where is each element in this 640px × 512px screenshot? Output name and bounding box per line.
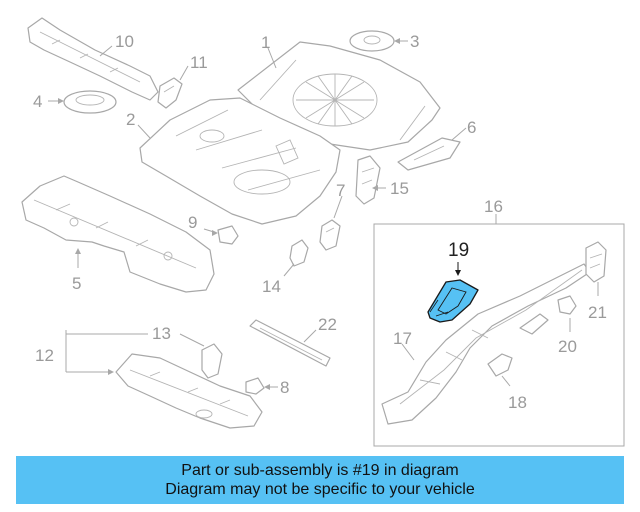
part-3-shape — [349, 30, 395, 52]
part-label-15[interactable]: 15 — [390, 179, 409, 198]
part-13-shape — [201, 343, 223, 379]
part-11-shape — [157, 77, 183, 109]
part-label-8[interactable]: 8 — [280, 378, 289, 397]
part-8-shape — [245, 377, 265, 395]
part-label-16[interactable]: 16 — [484, 197, 503, 216]
part-label-18[interactable]: 18 — [508, 393, 527, 412]
part-18-shape — [487, 313, 549, 377]
part-15-shape — [355, 155, 381, 205]
part-2-shape — [139, 97, 341, 225]
part-label-17[interactable]: 17 — [393, 329, 412, 348]
part-6-shape — [397, 137, 461, 171]
part-label-10[interactable]: 10 — [115, 32, 134, 51]
part-label-3[interactable]: 3 — [410, 32, 419, 51]
part-20-shape — [557, 295, 577, 315]
part-5-shape — [21, 175, 215, 293]
part-label-1[interactable]: 1 — [261, 33, 270, 52]
part-label-9[interactable]: 9 — [188, 213, 197, 232]
part-9-shape — [217, 225, 239, 245]
part-7-shape — [319, 219, 341, 251]
part-label-4[interactable]: 4 — [33, 92, 42, 111]
part-17-shape — [381, 263, 591, 425]
caption-line-1: Part or sub-assembly is #19 in diagram — [181, 462, 459, 479]
part-label-20[interactable]: 20 — [558, 337, 577, 356]
part-label-7[interactable]: 7 — [336, 181, 345, 200]
part-12-shape — [115, 353, 263, 429]
part-label-14[interactable]: 14 — [262, 277, 281, 296]
caption-line-2: Diagram may not be specific to your vehi… — [165, 481, 475, 498]
part-14-shape — [289, 239, 309, 267]
part-4-shape — [63, 90, 117, 114]
part-21-shape — [585, 241, 607, 283]
part-label-13[interactable]: 13 — [152, 324, 171, 343]
part-label-21[interactable]: 21 — [588, 303, 607, 322]
part-label-2[interactable]: 2 — [126, 110, 135, 129]
part-label-12[interactable]: 12 — [35, 346, 54, 365]
part-label-5[interactable]: 5 — [72, 274, 81, 293]
part-19-shape — [427, 279, 479, 323]
part-label-6[interactable]: 6 — [467, 118, 476, 137]
sub-assembly-frame — [373, 223, 625, 447]
caption-banner: Part or sub-assembly is #19 in diagram D… — [16, 456, 624, 504]
part-10-shape — [27, 17, 159, 101]
part-label-22[interactable]: 22 — [318, 315, 337, 334]
part-label-11[interactable]: 11 — [190, 53, 208, 72]
part-22-shape — [249, 319, 331, 367]
part-label-19[interactable]: 19 — [448, 240, 469, 261]
